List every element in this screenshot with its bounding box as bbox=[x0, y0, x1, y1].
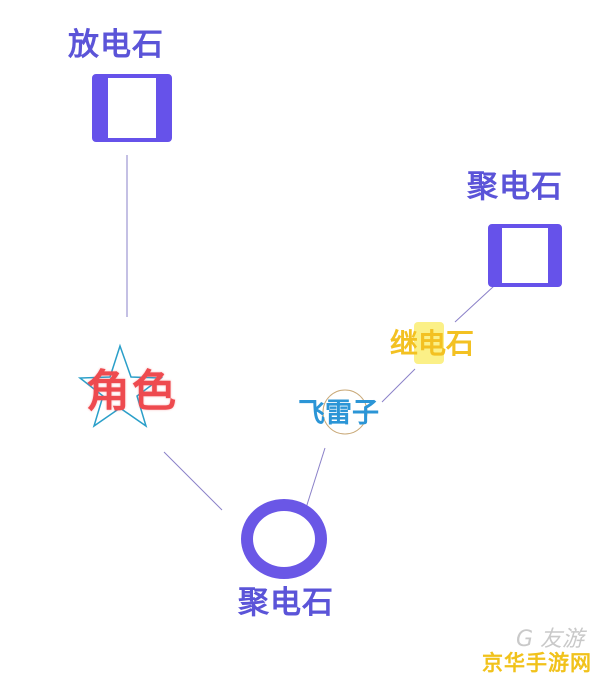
relay-highlight bbox=[414, 322, 444, 364]
edge-relay-to-focus-top bbox=[454, 285, 495, 323]
watermark: G 友游 京华手游网 bbox=[476, 621, 594, 679]
node-label-relay-stone: 继电石 bbox=[390, 327, 475, 360]
node-label-discharge-stone: 放电石 bbox=[68, 27, 164, 63]
watermark-logo-icon: G 友游 bbox=[515, 627, 584, 652]
discharge-stone-square-icon bbox=[92, 74, 172, 142]
edge-focus-bottom-to-kunai bbox=[305, 447, 326, 509]
node-label-focus-stone-top: 聚电石 bbox=[467, 169, 563, 205]
circle-outline-icon bbox=[322, 389, 368, 435]
focus-stone-square-icon bbox=[488, 224, 562, 287]
node-label-character: 角色 bbox=[86, 366, 178, 417]
watermark-text: 京华手游网 bbox=[482, 651, 592, 675]
node-label-focus-stone-bottom: 聚电石 bbox=[238, 585, 334, 621]
edge-kunai-to-relay bbox=[381, 368, 416, 403]
node-label-thunder-kunai: 飞雷子 bbox=[298, 398, 379, 429]
focus-stone-ring-icon bbox=[241, 499, 327, 579]
star-icon bbox=[77, 343, 164, 428]
edge-character-to-focus-bottom bbox=[163, 451, 223, 511]
